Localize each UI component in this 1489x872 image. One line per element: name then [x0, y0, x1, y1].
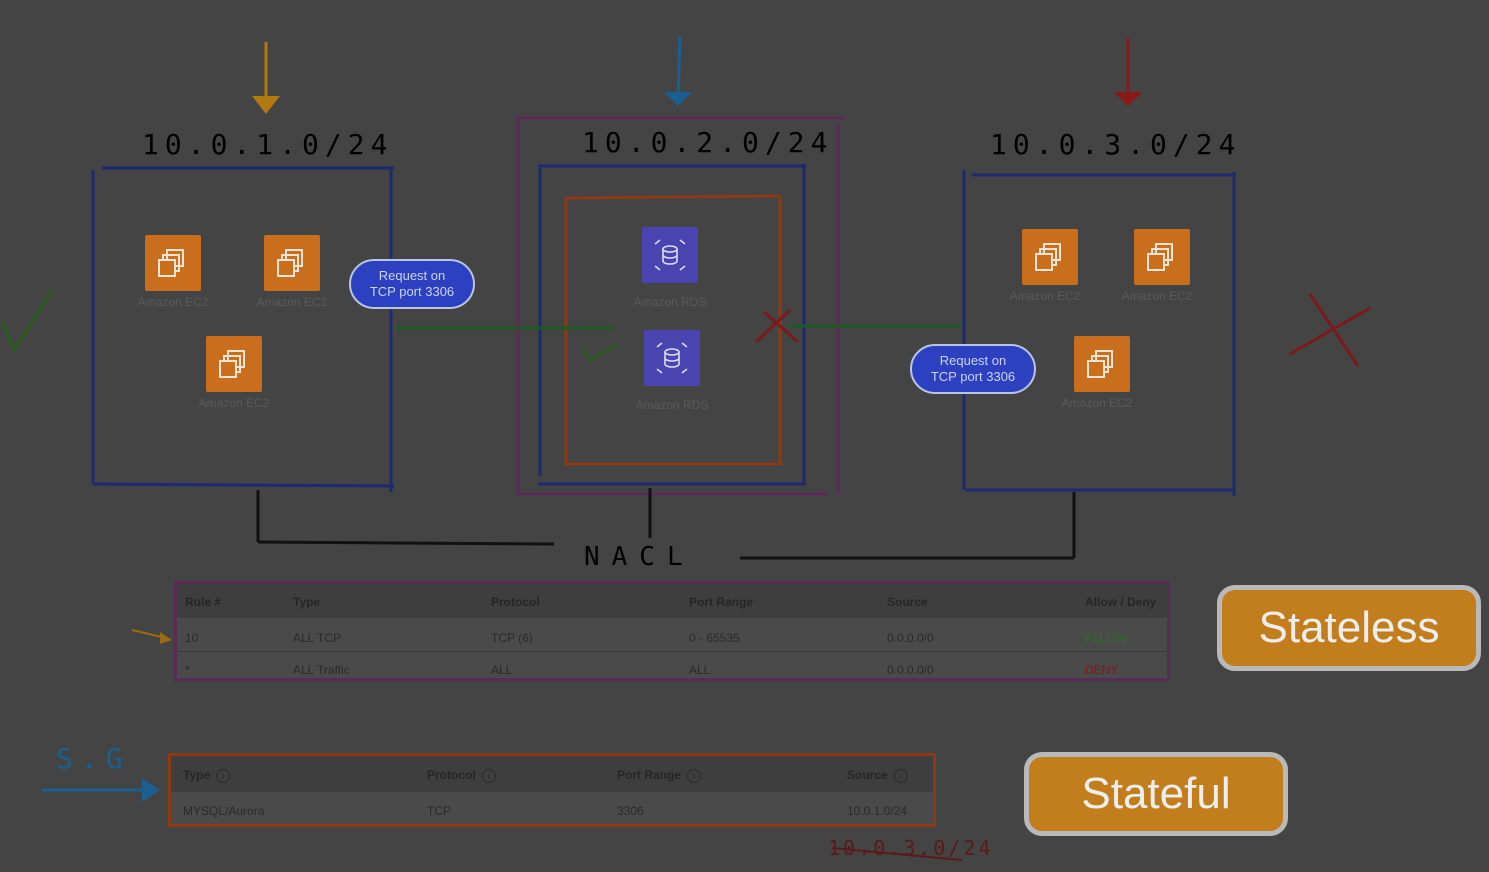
header-protocol: Protocol i [427, 768, 496, 783]
cell-protocol: TCP [427, 804, 451, 818]
info-icon: i [687, 768, 702, 783]
cross-right-icon [1289, 293, 1371, 367]
cell-type: ALL TCP [293, 631, 342, 645]
header-port-range-text: Port Range [617, 768, 682, 782]
ec2-icon [1074, 336, 1130, 392]
ec2-label: Amazon EC2 [137, 295, 209, 309]
cell-deny-status: DENY [1085, 663, 1119, 677]
cell-rule-number: 10 [185, 631, 199, 645]
cell-port-range: 0 - 65535 [689, 631, 740, 645]
subnet-box-middle-outer [516, 116, 846, 496]
ec2-label: Amazon EC2 [256, 295, 328, 309]
ec2-icon [264, 235, 320, 291]
checkmark-left-icon [0, 289, 54, 354]
arrow-left-subnet [252, 42, 280, 114]
cell-rule-number: * [185, 663, 190, 677]
cell-source: 0.0.0.0/0 [887, 663, 934, 677]
header-protocol: Protocol [491, 595, 540, 609]
header-port-range: Port Range i [617, 768, 702, 783]
subnet-label-right: 10.0.3.0/24 [990, 128, 1242, 161]
rds-icon [644, 330, 700, 386]
nacl-rules-table: Rule # Type Protocol Port Range Source A… [174, 581, 1170, 681]
subnet-box-right [962, 170, 1236, 496]
request-line2: TCP port 3306 [930, 369, 1016, 384]
header-allow-deny: Allow / Deny [1085, 595, 1157, 609]
stateless-label-button: Stateless [1217, 585, 1481, 671]
header-type: Type [293, 595, 321, 609]
cell-port-range: ALL [689, 663, 711, 677]
table-row: 10 ALL TCP TCP (6) 0 - 65535 0.0.0.0/0 A… [177, 620, 1167, 652]
cross-middle-icon [754, 308, 799, 344]
info-icon: i [893, 768, 908, 783]
request-line2: TCP port 3306 [369, 284, 455, 299]
header-type-text: Type [183, 768, 211, 782]
subnet-label-middle: 10.0.2.0/24 [582, 126, 834, 159]
ec2-label: Amazon EC2 [1009, 289, 1081, 303]
cell-port-range: 3306 [617, 804, 644, 818]
subnet-box-middle [538, 164, 806, 486]
arrow-middle-subnet [664, 35, 692, 106]
header-port-range: Port Range [689, 595, 754, 609]
table-header-row: Rule # Type Protocol Port Range Source A… [177, 584, 1167, 618]
cell-type: ALL Traffic [293, 663, 350, 677]
stateful-label-button: Stateful [1024, 752, 1288, 836]
subnet-label-left: 10.0.1.0/24 [142, 128, 394, 161]
cell-protocol: TCP (6) [491, 631, 533, 645]
nacl-label: NACL [584, 542, 695, 572]
header-rule-number: Rule # [185, 595, 222, 609]
table-row: MYSQL/Aurora TCP 3306 10.0.1.0/24 [171, 793, 933, 825]
arrow-nacl-rule-pointer [131, 629, 172, 644]
rds-label: Amazon RDS [633, 295, 707, 309]
arrow-right-subnet [1114, 38, 1142, 106]
arrow-sg-pointer [42, 778, 160, 802]
header-source: Source [887, 595, 928, 609]
cell-allow-status: ALLOW [1085, 631, 1128, 645]
table-row: * ALL Traffic ALL ALL 0.0.0.0/0 DENY [177, 652, 1167, 680]
security-group-box [564, 194, 782, 466]
strike-through-scribble [831, 847, 963, 861]
header-protocol-text: Protocol [427, 768, 476, 782]
info-icon: i [481, 768, 496, 783]
ec2-label: Amazon EC2 [1121, 289, 1193, 303]
rds-icon [642, 227, 698, 283]
cell-source: 0.0.0.0/0 [887, 631, 934, 645]
cell-protocol: ALL [491, 663, 513, 677]
request-line1: Request on [939, 353, 1007, 368]
header-source-text: Source [847, 768, 888, 782]
ec2-label: Amazon EC2 [198, 396, 270, 410]
info-icon: i [216, 768, 231, 783]
ec2-icon [1022, 229, 1078, 285]
ec2-icon [1134, 229, 1190, 285]
subnet-box-left [91, 166, 395, 492]
checkmark-middle-icon [581, 342, 619, 363]
ec2-label: Amazon EC2 [1061, 396, 1133, 410]
request-line1: Request on [378, 268, 446, 283]
cell-source: 10.0.1.0/24 [847, 804, 908, 818]
sg-label: S.G [56, 742, 131, 775]
ec2-icon [206, 336, 262, 392]
ec2-icon [145, 235, 201, 291]
scribbled-note: 10.0.3.0/24 [828, 836, 994, 860]
nacl-connectors [256, 488, 1076, 560]
cell-type: MYSQL/Aurora [183, 804, 265, 818]
rds-label: Amazon RDS [635, 398, 709, 412]
